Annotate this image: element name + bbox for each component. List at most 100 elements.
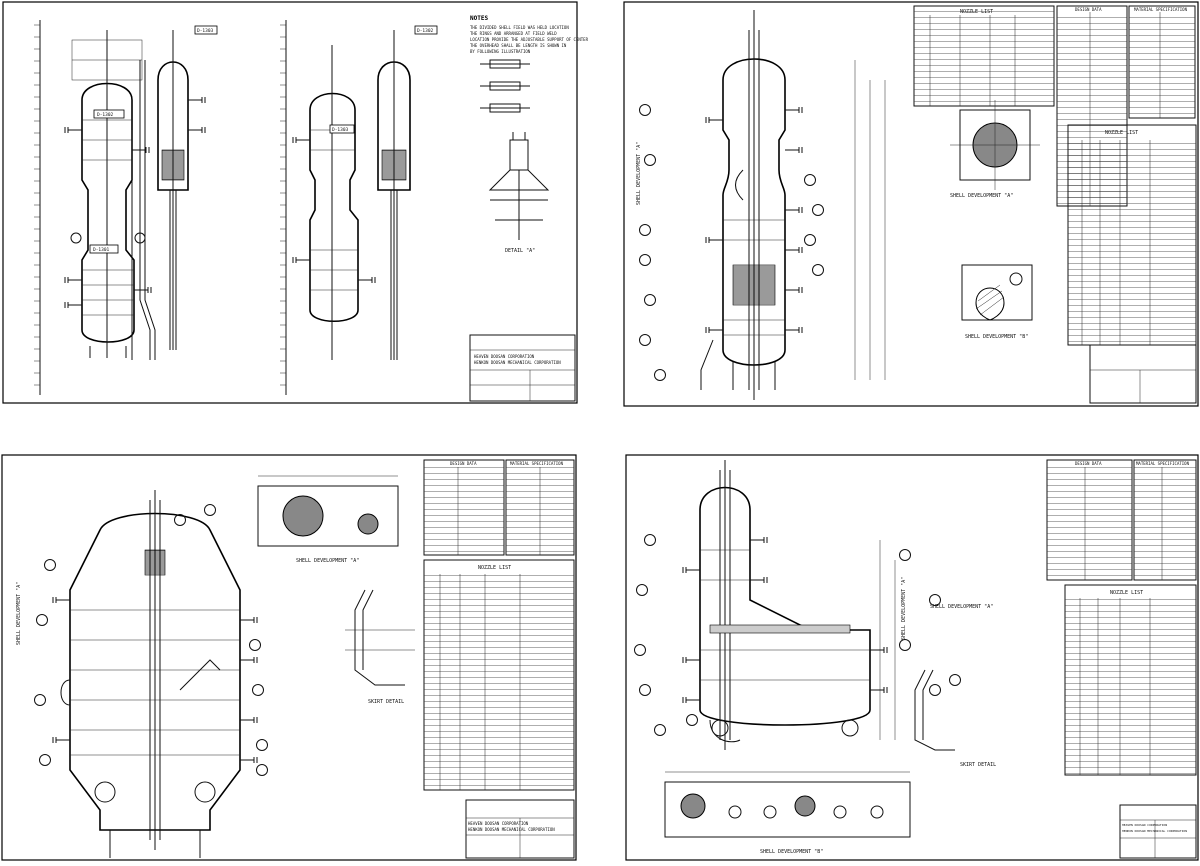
sheet-4-shell-dev-side: SHELL DEVELOPMENT "A": [901, 577, 907, 640]
sheet-4-title-block: HEAVEN DOOSAN CORPORATION HENKON DOOSAN …: [1119, 804, 1197, 859]
sheet-2-design-data-title: DESIGN DATA: [1075, 7, 1102, 12]
sheet-2-material-spec: MATERIAL SPECIFICATION: [1128, 5, 1196, 119]
nozzle-bubble: [639, 104, 651, 116]
sheet-4: SHELL DEVELOPMENT "A" SHELL DEVELOPMENT …: [625, 454, 1199, 861]
sheet-1-note-line: LOCATION PROVIDE THE ADJUSTABLE SUPPORT …: [470, 37, 589, 42]
sheet-3-nozzle-list: NOZZLE LIST: [423, 559, 575, 791]
sheet-2: SHELL DEVELOPMENT "A" NOZZLE LIST DESIGN…: [623, 1, 1199, 407]
sheet-2-nozzle-list-2-title: NOZZLE LIST: [1105, 130, 1138, 136]
sheet-4-nozzle-bubbles: [634, 534, 961, 736]
sheet-4-shell-dev-b-label: SHELL DEVELOPMENT "B": [760, 849, 823, 855]
sheet-1-company-2: HENKON DOOSAN MECHANICAL CORPORATION: [474, 360, 561, 365]
sheet-3-skirt-detail: [345, 589, 415, 686]
nozzle-bubble: [252, 684, 264, 696]
sheet-1-note-line: THE RINGS AND ARRANGED AT FIELD WELD: [470, 31, 557, 36]
sheet-2-nozzle-list-top: NOZZLE LIST: [913, 5, 1055, 107]
nozzle-bubble: [36, 614, 48, 626]
sheet-1-detail-a: [488, 132, 550, 240]
sheet-1-elevation-scale: [34, 20, 287, 395]
sheet-4-skirt-label: SKIRT DETAIL: [960, 762, 996, 768]
nozzle-bubble: [812, 264, 824, 276]
nozzle-bubble: [639, 334, 651, 346]
sheet-1-tag-2: D-1301: [93, 247, 110, 253]
nozzle-bubble: [644, 534, 656, 546]
sheet-2-title-block: [1089, 344, 1197, 404]
sheet-1-notes: THE DIVIDED SHELL FIELD WAS HELD LOCATIO…: [470, 25, 589, 54]
sheet-4-shell-dev-a-label: SHELL DEVELOPMENT "A": [930, 604, 993, 610]
nozzle-bubble: [636, 584, 648, 596]
nozzle-bubble: [644, 294, 656, 306]
nozzle-bubble: [929, 594, 941, 606]
nozzle-bubble: [899, 549, 911, 561]
nozzle-bubble: [204, 504, 216, 516]
sheet-2-shell-dev-a-label: SHELL DEVELOPMENT "A": [950, 193, 1013, 199]
nozzle-bubble: [654, 724, 666, 736]
nozzle-bubble: [654, 369, 666, 381]
sheet-4-skirt-detail: [914, 669, 955, 751]
sheet-2-column: [700, 10, 803, 400]
sheet-1-column-right: [157, 30, 206, 350]
nozzle-bubble: [929, 684, 941, 696]
sheet-1-note-line: BY FOLLOWING ILLUSTRATION: [470, 49, 531, 54]
sheet-1-tag-5: D-1303: [332, 127, 349, 133]
sheet-3-title-block: HEAVEN DOOSAN CORPORATION HENKON DOOSAN …: [465, 799, 575, 859]
nozzle-bubble: [39, 754, 51, 766]
nozzle-bubble: [949, 674, 961, 686]
sheet-2-shell-dev-b-label: SHELL DEVELOPMENT "B": [965, 334, 1028, 340]
nozzle-bubble: [686, 714, 698, 726]
sheet-3-shell-dev-side: SHELL DEVELOPMENT "A": [16, 582, 22, 645]
sheet-3-shell-dev-a: [257, 475, 399, 547]
sheet-2-shell-dev-a: [950, 100, 1040, 190]
sheet-2-nozzle-bubbles: [639, 104, 824, 381]
sheet-4-vessel: [682, 460, 888, 750]
sheet-2-nozzle-list: NOZZLE LIST: [1067, 124, 1197, 346]
sheet-3-company-2: HENKON DOOSAN MECHANICAL CORPORATION: [468, 827, 555, 832]
sheet-1-column-left: [64, 30, 152, 358]
sheet-1-frame: [2, 1, 578, 404]
sheet-1-tag-4: D-1302: [417, 28, 434, 34]
sheet-3: SHELL DEVELOPMENT "A" SHELL DEVELOPMENT …: [1, 454, 577, 861]
nozzle-bubble: [639, 684, 651, 696]
sheet-1-notes-sketch: [480, 59, 530, 113]
sheet-3-skirt-label: SKIRT DETAIL: [368, 699, 404, 705]
sheet-4-shell-dev-b: [664, 771, 911, 838]
nozzle-bubble: [34, 694, 46, 706]
sheet-3-material-title: MATERIAL SPECIFICATION: [510, 461, 564, 466]
sheet-4-dimensions: [879, 540, 896, 740]
nozzle-bubble: [804, 234, 816, 246]
sheet-2-nozzle-list-title: NOZZLE LIST: [960, 9, 993, 15]
nozzle-bubble: [639, 254, 651, 266]
sheet-1-company-1: HEAVEN DOOSAN CORPORATION: [474, 354, 535, 359]
sheet-3-shell-dev-a-label: SHELL DEVELOPMENT "A": [296, 558, 359, 564]
sheet-1-note-line: THE OVERHEAD SHALL BE LENGTH IS SHOWN IN: [470, 43, 567, 48]
sheet-2-material-title: MATERIAL SPECIFICATION: [1134, 7, 1188, 12]
nozzle-bubble: [174, 514, 186, 526]
sheet-2-shell-dev-b: [961, 264, 1033, 321]
nozzle-bubble: [634, 644, 646, 656]
nozzle-bubble: [44, 559, 56, 571]
nozzle-bubble: [804, 174, 816, 186]
sheet-4-material-title: MATERIAL SPECIFICATION: [1136, 461, 1190, 466]
sheet-1-tag-1: D-1302: [97, 112, 114, 118]
sheet-4-design-title: DESIGN DATA: [1075, 461, 1102, 466]
sheet-3-material-spec: MATERIAL SPECIFICATION: [505, 459, 575, 556]
nozzle-bubble: [812, 204, 824, 216]
sheet-3-design-data: DESIGN DATA: [423, 459, 505, 556]
sheet-3-vessel: [52, 490, 258, 858]
sheet-1-note-line: THE DIVIDED SHELL FIELD WAS HELD LOCATIO…: [470, 25, 569, 30]
nozzle-bubble: [256, 739, 268, 751]
nozzle-bubble: [639, 224, 651, 236]
sheet-1-title-block: HEAVEN DOOSAN CORPORATION HENKON DOOSAN …: [469, 334, 576, 402]
nozzle-bubble: [256, 764, 268, 776]
sheet-3-design-title: DESIGN DATA: [450, 461, 477, 466]
sheet-4-company-1: HEAVEN DOOSAN CORPORATION: [1122, 823, 1167, 827]
nozzle-bubble: [644, 154, 656, 166]
sheet-4-material-spec: MATERIAL SPECIFICATION: [1133, 459, 1197, 581]
sheet-1-column-mid: [292, 45, 376, 360]
sheet-4-design-data: DESIGN DATA: [1046, 459, 1133, 581]
sheet-2-shell-dev-side: SHELL DEVELOPMENT "A": [636, 142, 642, 205]
sheet-1: D-1302 D-1301 D-1303: [2, 1, 589, 404]
sheet-3-nozzle-bubbles: [34, 504, 268, 776]
nozzle-bubble: [899, 639, 911, 651]
